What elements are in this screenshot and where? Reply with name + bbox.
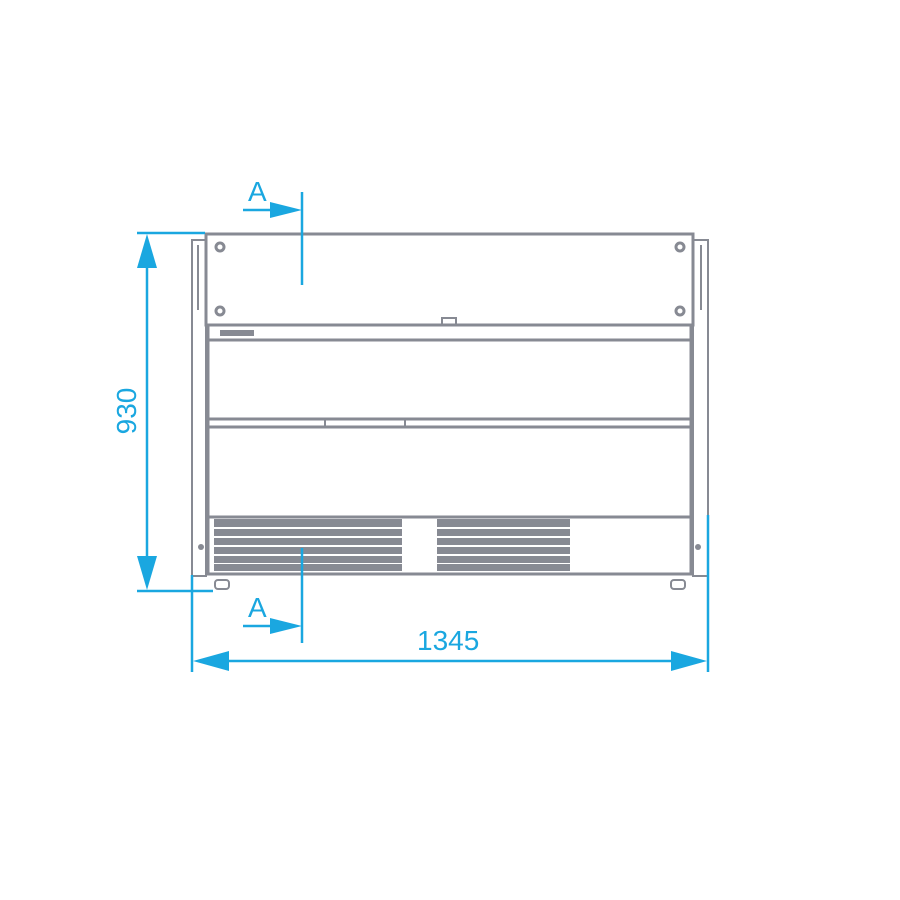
section-arrow-top-icon <box>270 202 302 218</box>
right-post <box>692 239 709 577</box>
base-panel <box>206 515 693 576</box>
arrow-down-icon <box>137 556 157 590</box>
bolt-icons <box>214 241 686 317</box>
arrow-right-icon <box>671 651 707 671</box>
feet <box>214 579 686 590</box>
left-post <box>191 239 207 577</box>
top-panel <box>204 232 695 327</box>
brand-logo <box>220 330 254 336</box>
dimension-lines <box>137 192 710 672</box>
height-dimension-label: 930 <box>111 387 142 435</box>
section-label-bottom: A <box>248 592 267 623</box>
cabinet-outline <box>191 232 709 590</box>
ventilation-grille <box>214 519 570 571</box>
section-arrow-bottom-icon <box>270 618 302 634</box>
arrow-left-icon <box>193 651 229 671</box>
arrow-up-icon <box>137 234 157 268</box>
section-label-top: A <box>248 176 267 207</box>
width-dimension-label: 1345 <box>417 625 480 656</box>
